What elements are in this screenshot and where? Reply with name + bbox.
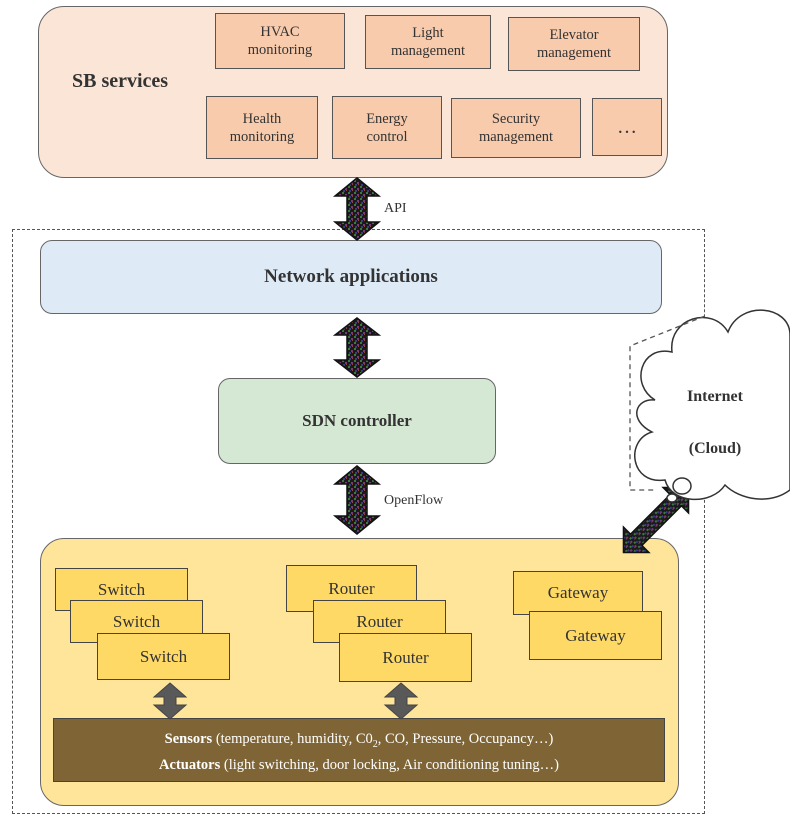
sensors-label: Sensors (164, 731, 213, 747)
service-security-management: Security management (451, 98, 581, 158)
openflow-arrow (332, 465, 382, 535)
openflow-label: OpenFlow (384, 493, 444, 508)
sensors-subscript: 2 (372, 738, 378, 750)
service-light-management: Light management (365, 15, 491, 69)
cloud-bubble-small (666, 493, 678, 503)
service-elevator-management: Elevator management (508, 17, 640, 71)
sensors-text-rest: , CO, Pressure, Occupancy…) (377, 731, 554, 747)
api-arrow (332, 177, 382, 241)
router-box-3: Router (339, 633, 472, 682)
cloud-shape (634, 309, 790, 501)
gateway-box-1: Gateway (513, 571, 643, 615)
cloud-boundary-dashed-line (629, 315, 706, 491)
service-hvac-monitoring: HVAC monitoring (215, 13, 345, 69)
cloud-arrow (622, 486, 690, 554)
sdn-controller-box: SDN controller (218, 378, 496, 464)
service-energy-control: Energy control (332, 96, 442, 159)
switch-box-3: Switch (97, 633, 230, 680)
service-health-monitoring: Health monitoring (206, 96, 318, 159)
cloud-bubble-large (672, 477, 692, 495)
sensors-text: (temperature, humidity, C0 (212, 731, 373, 747)
actuators-text: (light switching, door locking, Air cond… (220, 756, 559, 773)
sb-services-title: SB services (72, 70, 169, 92)
api-label: API (384, 201, 407, 216)
cloud-internet-label: Internet (687, 388, 743, 405)
actuators-line: Actuators (light switching, door locking… (54, 755, 664, 775)
service-more: … (592, 98, 662, 156)
gateway-box-2: Gateway (529, 611, 662, 660)
router-sensor-arrow (383, 682, 419, 720)
actuators-label: Actuators (159, 756, 221, 773)
controller-arrow (332, 317, 382, 378)
sensors-actuators-bar: Sensors (temperature, humidity, C02, CO,… (53, 718, 665, 782)
cloud-subtitle-label: (Cloud) (688, 440, 742, 457)
network-applications-box: Network applications (40, 240, 662, 314)
switch-sensor-arrow (152, 682, 188, 720)
sensors-line: Sensors (temperature, humidity, C02, CO,… (54, 729, 664, 755)
